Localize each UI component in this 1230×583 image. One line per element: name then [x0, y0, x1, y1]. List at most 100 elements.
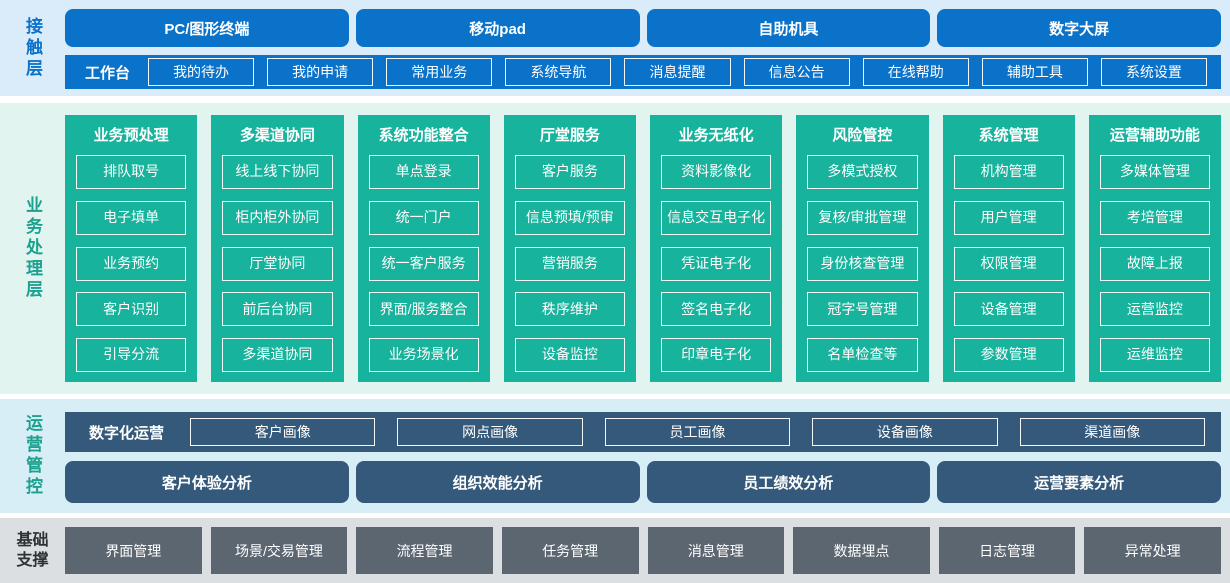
contact-layer-section: 接触层 PC/图形终端 移动pad 自助机具 数字大屏 工作台 我的待	[0, 0, 1230, 96]
base-item: 日志管理	[938, 527, 1076, 574]
business-column: 多渠道协同 线上线下协同 柜内柜外协同 厅堂协同 前后台协同	[211, 115, 344, 382]
terminal-button: 自助机具	[646, 9, 931, 47]
business-item: 凭证电子化	[661, 246, 772, 281]
business-layer-content: 业务预处理 排队取号 电子填单 业务预约 客户识别	[65, 103, 1230, 394]
base-item: 界面管理	[65, 527, 202, 574]
business-column-items: 线上线下协同 柜内柜外协同 厅堂协同 前后台协同 多渠道协同	[222, 155, 333, 372]
business-item: 界面/服务整合	[368, 292, 479, 327]
business-item: 资料影像化	[661, 155, 772, 189]
business-item: 信息交互电子化	[661, 200, 772, 235]
business-item: 考培管理	[1099, 200, 1210, 235]
business-item: 故障上报	[1099, 246, 1210, 281]
terminal-button: PC/图形终端	[65, 9, 349, 47]
business-item: 排队取号	[76, 155, 187, 189]
contact-layer-label: 接触层	[23, 16, 42, 80]
business-column-items: 多媒体管理 考培管理 故障上报 运营监控 运维监控	[1099, 155, 1210, 372]
business-column-title: 多渠道协同	[239, 127, 315, 144]
business-item: 复核/审批管理	[807, 200, 918, 235]
business-column: 业务无纸化 资料影像化 信息交互电子化 凭证电子化 签名电子化	[650, 115, 783, 382]
base-item: 任务管理	[501, 527, 639, 574]
business-item: 机构管理	[953, 155, 1064, 189]
analysis-row: 客户体验分析 组织效能分析 员工绩效分析 运营要素分析	[65, 461, 1221, 503]
business-item: 多模式授权	[807, 155, 918, 189]
ops-layer-content: 数字化运营 客户画像 网点画像 员工画像 设备画像 渠道画像	[65, 399, 1230, 513]
business-item: 权限管理	[953, 246, 1064, 281]
business-column: 系统管理 机构管理 用户管理 权限管理 设备管理	[942, 115, 1075, 382]
business-column-items: 客户服务 信息预填/预审 营销服务 秩序维护 设备监控	[514, 155, 625, 372]
digital-ops-bar: 数字化运营 客户画像 网点画像 员工画像 设备画像 渠道画像	[65, 412, 1221, 452]
business-column: 运营辅助功能 多媒体管理 考培管理 故障上报 运营监控	[1088, 115, 1221, 382]
business-item: 业务场景化	[368, 338, 479, 372]
base-layer-label-wrap: 基础支撑	[0, 531, 65, 571]
business-column-title: 业务预处理	[93, 127, 169, 144]
base-item: 消息管理	[647, 527, 785, 574]
business-processing-layer-section: 业务处理层 业务预处理 排队取号 电子填单 业务预	[0, 103, 1230, 394]
business-item: 设备监控	[514, 338, 625, 372]
business-column: 风险管控 多模式授权 复核/审批管理 身份核查管理 冠字号管理	[796, 115, 929, 382]
contact-layer-label-wrap: 接触层	[0, 0, 65, 96]
business-column: 业务预处理 排队取号 电子填单 业务预约 客户识别	[65, 115, 198, 382]
workbench-item: 我的待办	[148, 58, 255, 86]
business-item: 身份核查管理	[807, 246, 918, 281]
business-item: 用户管理	[953, 200, 1064, 235]
business-item: 统一门户	[368, 200, 479, 235]
workbench-item: 在线帮助	[862, 58, 969, 86]
business-column-title: 系统功能整合	[378, 127, 469, 144]
business-column-items: 多模式授权 复核/审批管理 身份核查管理 冠字号管理 名单检查等	[807, 155, 918, 372]
workbench-item: 系统导航	[505, 58, 612, 86]
base-layer-label: 基础支撑	[16, 531, 49, 569]
portrait-item: 员工画像	[604, 418, 791, 446]
workbench-item: 辅助工具	[981, 58, 1088, 86]
contact-layer-content: PC/图形终端 移动pad 自助机具 数字大屏 工作台 我的待办 我的申请	[65, 0, 1230, 96]
digital-ops-label: 数字化运营	[89, 424, 165, 442]
business-column: 厅堂服务 客户服务 信息预填/预审 营销服务 秩序维护	[503, 115, 636, 382]
business-item: 签名电子化	[661, 292, 772, 327]
business-item: 引导分流	[76, 338, 187, 372]
workbench-label: 工作台	[85, 64, 131, 82]
workbench-item: 常用业务	[386, 58, 493, 86]
business-column-items: 单点登录 统一门户 统一客户服务 界面/服务整合 业务场景化	[368, 155, 479, 372]
business-column-title: 业务无纸化	[678, 127, 754, 144]
business-item: 运营监控	[1099, 292, 1210, 327]
base-items: 界面管理 场景/交易管理 流程管理 任务管理 消息管理 数据埋点 日志管理 异常…	[65, 527, 1230, 574]
terminal-button: 数字大屏	[937, 9, 1221, 47]
business-item: 客户服务	[514, 155, 625, 189]
business-item: 多媒体管理	[1099, 155, 1210, 189]
analysis-box: 员工绩效分析	[646, 461, 931, 503]
business-item: 信息预填/预审	[514, 200, 625, 235]
business-item: 统一客户服务	[368, 246, 479, 281]
analysis-box: 客户体验分析	[65, 461, 349, 503]
business-item: 客户识别	[76, 292, 187, 327]
terminal-row: PC/图形终端 移动pad 自助机具 数字大屏	[65, 9, 1221, 47]
workbench-item: 系统设置	[1100, 58, 1207, 86]
business-item: 名单检查等	[807, 338, 918, 372]
business-column-items: 资料影像化 信息交互电子化 凭证电子化 签名电子化 印章电子化	[661, 155, 772, 372]
analysis-box: 组织效能分析	[355, 461, 640, 503]
business-item: 设备管理	[953, 292, 1064, 327]
business-column: 系统功能整合 单点登录 统一门户 统一客户服务 界面/服务整合	[357, 115, 490, 382]
workbench-item: 我的申请	[267, 58, 374, 86]
business-column-title: 系统管理	[978, 127, 1039, 144]
portrait-item: 网点画像	[397, 418, 583, 446]
portrait-item: 渠道画像	[1019, 418, 1205, 446]
portrait-item: 设备画像	[812, 418, 998, 446]
business-item: 多渠道协同	[222, 338, 333, 372]
business-column-items: 排队取号 电子填单 业务预约 客户识别 引导分流	[76, 155, 187, 372]
business-layer-label: 业务处理层	[23, 196, 42, 301]
base-item: 数据埋点	[793, 527, 930, 574]
workbench-items: 我的待办 我的申请 常用业务 系统导航 消息提醒 信息公告 在线帮助 辅助工具	[148, 58, 1207, 86]
business-item: 营销服务	[514, 246, 625, 281]
base-support-layer-section: 基础支撑 界面管理 场景/交易管理 流程管理 任务管理 消息管理 数据埋点 日志…	[0, 518, 1230, 583]
business-item: 线上线下协同	[222, 155, 333, 189]
business-column-title: 厅堂服务	[539, 127, 600, 144]
terminal-button: 移动pad	[355, 9, 640, 47]
ops-layer-label-wrap: 运营管控	[0, 399, 65, 513]
business-item: 参数管理	[953, 338, 1064, 372]
business-column-items: 机构管理 用户管理 权限管理 设备管理 参数管理	[953, 155, 1064, 372]
business-columns: 业务预处理 排队取号 电子填单 业务预约 客户识别	[65, 103, 1221, 394]
business-item: 业务预约	[76, 246, 187, 281]
business-item: 前后台协同	[222, 292, 333, 327]
workbench-item: 信息公告	[743, 58, 850, 86]
portrait-items: 客户画像 网点画像 员工画像 设备画像 渠道画像	[190, 418, 1205, 446]
